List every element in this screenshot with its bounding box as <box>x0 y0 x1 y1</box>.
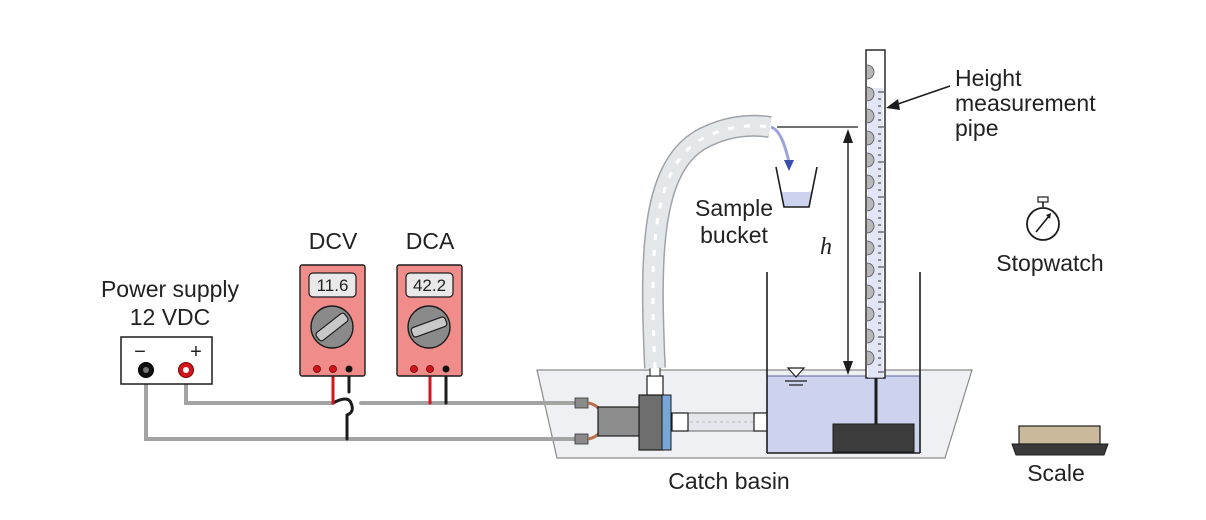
sample-bucket-label-line2: bucket <box>700 222 768 248</box>
dcv-black-lead <box>345 368 351 441</box>
pipe-bump <box>866 196 875 212</box>
height-arrow-bottom <box>843 361 853 375</box>
height-pipe-label-line1: Height <box>955 65 1022 91</box>
stopwatch: Stopwatch <box>996 196 1104 276</box>
stopwatch-label: Stopwatch <box>996 250 1103 276</box>
height-pipe-label-line2: measurement <box>955 90 1096 116</box>
power-supply: Power supply 12 VDC − + <box>101 276 240 385</box>
dca-dial-knob <box>410 316 448 338</box>
pipe-bump <box>866 108 875 124</box>
dcv-meter: DCV 11.6 <box>299 228 366 377</box>
sample-bucket: Sample bucket <box>695 166 818 248</box>
dcv-jack-red-2 <box>329 365 337 373</box>
dcv-jack-black <box>345 365 353 373</box>
scale-base <box>1011 443 1109 456</box>
pipe-bump <box>866 240 875 256</box>
minus-sign: − <box>134 341 146 363</box>
pipe-bump <box>866 130 875 146</box>
pipe-base-block <box>832 423 915 453</box>
dcv-jack-red <box>313 365 321 373</box>
pump-housing <box>638 394 664 451</box>
power-supply-label-line2: 12 VDC <box>130 304 211 330</box>
dcv-reading: 11.6 <box>317 276 349 295</box>
height-arrow-top <box>843 129 853 143</box>
pipe-scale <box>866 64 884 373</box>
wire-negative <box>144 370 579 441</box>
stopwatch-crown <box>1037 196 1049 203</box>
height-pipe-pointer <box>894 85 951 106</box>
pump-face <box>661 394 672 451</box>
pipe-bump <box>866 86 875 102</box>
dcv-display <box>308 272 357 298</box>
stopwatch-hand <box>1035 215 1050 233</box>
power-supply-label-line1: Power supply <box>101 276 240 302</box>
scale: Scale <box>1011 425 1109 486</box>
water-stream <box>770 125 791 163</box>
motor-body <box>597 406 641 437</box>
dcv-label: DCV <box>309 228 358 254</box>
height-pipe-pointer-head <box>886 99 900 110</box>
dca-jack-black <box>442 365 450 373</box>
bucket-water <box>781 192 812 207</box>
pipe-bump <box>866 152 875 168</box>
positive-terminal-center <box>183 367 189 373</box>
dcv-dial-knob <box>315 312 349 342</box>
hose-highlight <box>651 124 771 369</box>
height-dimension: h <box>777 126 858 375</box>
scale-pan <box>1018 425 1101 445</box>
pipe-bump <box>866 284 875 300</box>
height-pipe-label-line3: pipe <box>955 115 998 141</box>
dca-label: DCA <box>406 228 455 254</box>
sample-bucket-label-line1: Sample <box>695 195 773 221</box>
negative-terminal-center <box>143 367 149 373</box>
tank <box>766 272 921 454</box>
wire-positive-hop <box>331 397 354 417</box>
dca-jack-red <box>410 365 418 373</box>
dca-jack-red-2 <box>426 365 434 373</box>
bucket-outline <box>775 166 818 208</box>
scale-label: Scale <box>1027 460 1085 486</box>
motor-connector-bottom <box>574 433 589 445</box>
dca-reading: 42.2 <box>413 276 446 295</box>
pipe-bump <box>866 350 875 366</box>
inlet-fitting-left <box>671 412 689 432</box>
pipe-bump <box>866 306 875 322</box>
stream-arrowhead <box>784 160 794 171</box>
pump-outlet-fitting-top <box>649 366 661 377</box>
pipe-bump <box>866 174 875 190</box>
plus-sign: + <box>190 341 202 363</box>
pump-outlet-fitting <box>646 375 664 396</box>
pipe-bump <box>866 262 875 278</box>
pipe-bump <box>866 64 875 80</box>
pipe-bump <box>866 328 875 344</box>
free-surface-symbol <box>786 367 806 378</box>
dca-display <box>405 272 454 298</box>
motor-pump <box>574 366 672 451</box>
height-symbol: h <box>820 234 832 260</box>
catch-basin-label: Catch basin <box>668 468 789 494</box>
wiring <box>144 368 579 441</box>
dca-meter: DCA 42.2 <box>396 228 463 377</box>
hose <box>641 114 772 369</box>
inlet-tube <box>671 412 771 432</box>
motor-connector-top <box>574 397 589 409</box>
pipe-bump <box>866 218 875 234</box>
height-measurement-pipe: Height measurement pipe <box>865 49 1096 424</box>
power-supply-box <box>120 336 213 385</box>
